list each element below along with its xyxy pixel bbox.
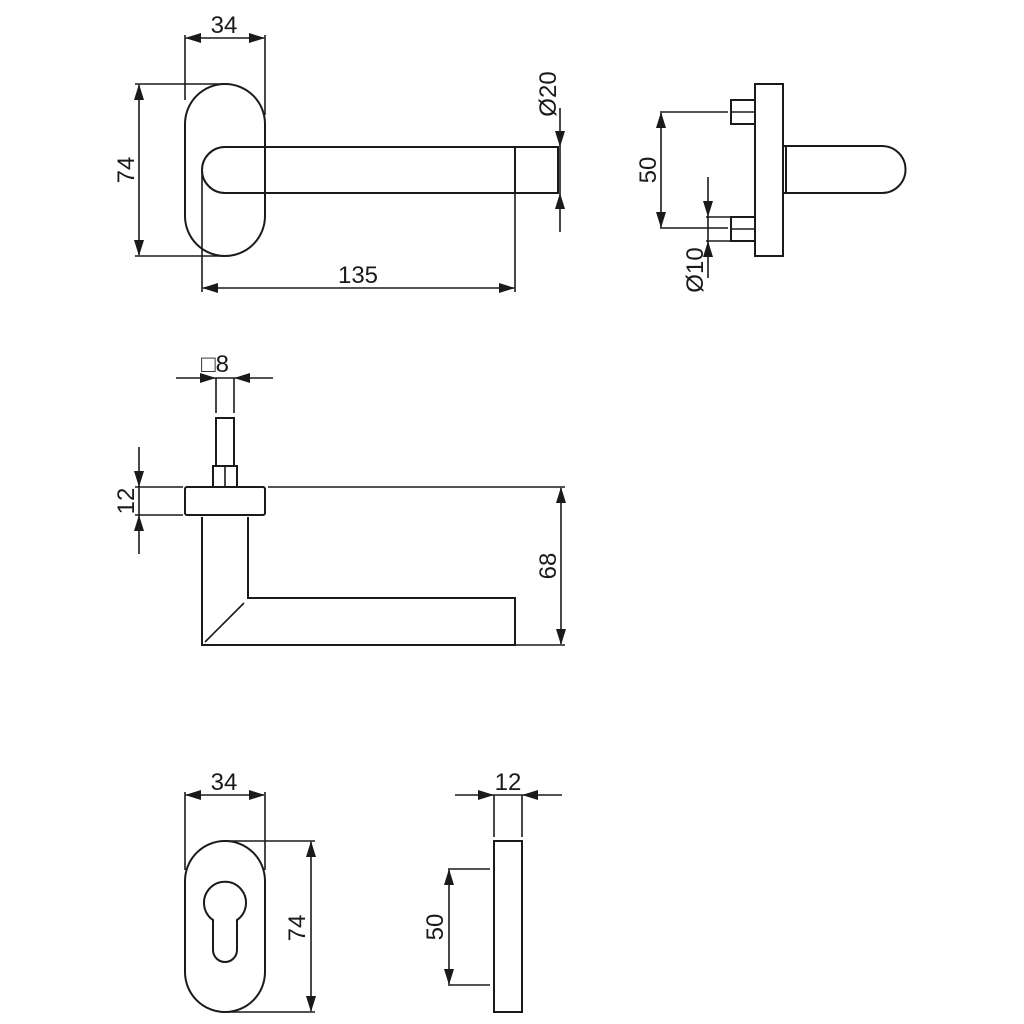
escutcheon-plate — [493, 840, 523, 1013]
square-spindle — [215, 417, 235, 467]
label-handle-projection: 68 — [535, 553, 562, 580]
label-escutcheon-width: 34 — [211, 769, 238, 796]
label-escutcheon-thickness: 12 — [495, 769, 522, 796]
label-pin-diameter: Ø10 — [682, 247, 709, 292]
top-view-handle: □8 12 68 — [113, 351, 566, 646]
front-view-handle: 34 74 135 Ø20 — [113, 12, 565, 293]
label-rose-width: 34 — [211, 12, 238, 39]
lever-bar — [201, 146, 515, 194]
cylinder-keyhole-icon — [203, 880, 247, 963]
label-spindle-square: □8 — [201, 351, 229, 378]
lever-side — [783, 145, 907, 194]
label-rose-thickness: 12 — [113, 488, 140, 515]
label-pin-spacing: 50 — [635, 157, 662, 184]
label-handle-length: 135 — [338, 262, 378, 289]
escutcheon-front-view: 34 74 — [184, 769, 316, 1013]
escutcheon-oval — [184, 840, 266, 1013]
lever-end — [514, 146, 559, 194]
label-fixing-spacing: 50 — [422, 914, 449, 941]
oval-rose — [184, 83, 266, 257]
label-escutcheon-height: 74 — [284, 915, 311, 942]
lever-top — [201, 517, 516, 646]
label-handle-diameter: Ø20 — [535, 71, 562, 116]
escutcheon-side-view: 12 50 — [422, 769, 562, 1013]
label-rose-height: 74 — [113, 157, 140, 184]
side-view-handle: 50 Ø10 — [635, 83, 907, 293]
rose-plate — [754, 83, 784, 257]
rose-section — [184, 486, 266, 516]
